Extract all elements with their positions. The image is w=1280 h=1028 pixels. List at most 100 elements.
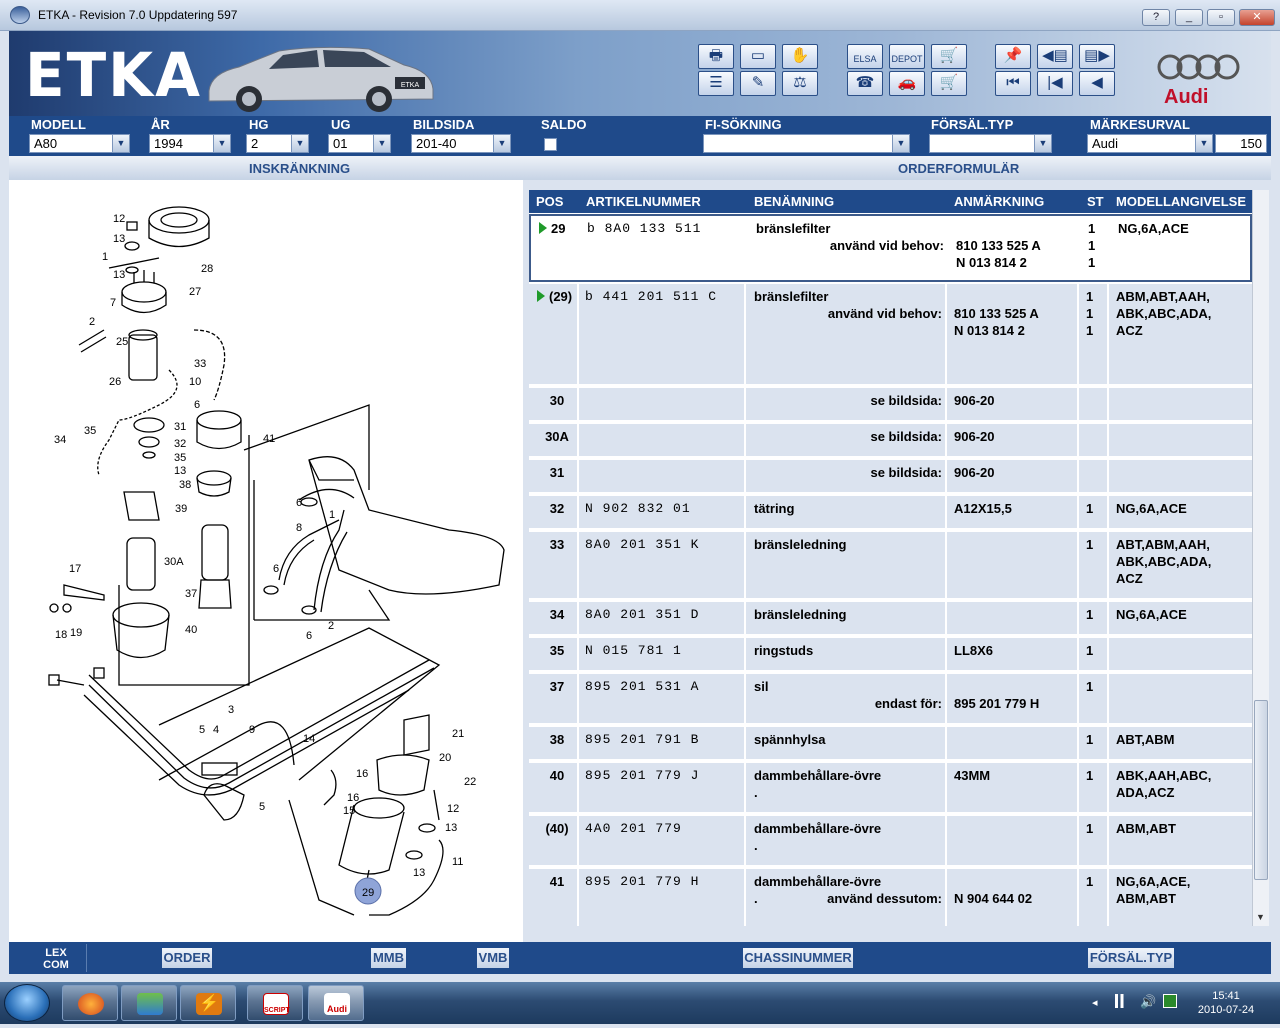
callout-29-highlight[interactable] <box>354 877 382 905</box>
callout-label[interactable]: 13 <box>445 822 457 834</box>
col-anmarkning[interactable]: ANMÄRKNING <box>954 194 1045 209</box>
fisokning-select[interactable]: ▼ <box>703 134 910 153</box>
play-marker-icon[interactable] <box>539 222 547 234</box>
callout-label[interactable]: 14 <box>303 733 315 745</box>
callout-label[interactable]: 17 <box>69 563 81 575</box>
callout-label[interactable]: 40 <box>185 624 197 636</box>
callout-label[interactable]: 8 <box>296 522 302 534</box>
modell-select[interactable]: A80▼ <box>29 134 130 153</box>
pin-icon[interactable]: 📌 <box>995 44 1031 69</box>
callout-label[interactable]: 20 <box>439 752 451 764</box>
col-artikelnummer[interactable]: ARTIKELNUMMER <box>586 194 701 209</box>
close-button[interactable]: ✕ <box>1239 9 1275 26</box>
forsaltyp-button[interactable]: FÖRSÄL.TYP <box>1088 948 1174 968</box>
callout-label[interactable]: 5 <box>259 801 265 813</box>
callout-label[interactable]: 19 <box>70 627 82 639</box>
callout-label[interactable]: 13 <box>113 269 125 281</box>
col-modellangivelse[interactable]: MODELLANGIVELSE <box>1116 194 1247 209</box>
handshake-icon[interactable]: ✋ <box>782 44 818 69</box>
mmb-button[interactable]: MMB <box>371 948 406 968</box>
phone-icon[interactable]: ☎ <box>847 71 883 96</box>
callout-label[interactable]: 31 <box>174 421 186 433</box>
taskbar-tool[interactable]: ⚡ <box>180 985 236 1021</box>
callout-label[interactable]: 3 <box>228 704 234 716</box>
vmb-button[interactable]: VMB <box>477 948 509 968</box>
printer-icon[interactable]: 🖶 <box>698 44 734 69</box>
callout-label[interactable]: 18 <box>55 629 67 641</box>
signal-icon[interactable] <box>1115 994 1129 1008</box>
saldo-checkbox[interactable] <box>544 138 557 151</box>
callout-label[interactable]: 16 <box>347 792 359 804</box>
callout-label[interactable]: 22 <box>464 776 476 788</box>
ug-select[interactable]: 01▼ <box>328 134 391 153</box>
help-button[interactable]: ? <box>1142 9 1170 26</box>
callout-label[interactable]: 39 <box>175 503 187 515</box>
callout-label[interactable]: 7 <box>110 297 116 309</box>
callout-label[interactable]: 9 <box>249 724 255 736</box>
callout-label[interactable]: 29 <box>362 887 374 899</box>
volume-icon[interactable]: 🔊 <box>1140 994 1157 1009</box>
callout-label[interactable]: 1 <box>102 251 108 263</box>
callout-label[interactable]: 15 <box>343 805 355 817</box>
callout-label[interactable]: 12 <box>447 803 459 815</box>
restore-button[interactable]: ▫ <box>1207 9 1235 26</box>
callout-label[interactable]: 10 <box>189 376 201 388</box>
callout-label[interactable]: 6 <box>194 399 200 411</box>
first-icon[interactable]: ⏮ <box>995 71 1031 96</box>
car-icon[interactable]: 🚗 <box>889 71 925 96</box>
callout-label[interactable]: 41 <box>263 433 275 445</box>
tray-app-icon[interactable] <box>1163 994 1177 1008</box>
screen-icon[interactable]: ▭ <box>740 44 776 69</box>
hg-select[interactable]: 2▼ <box>246 134 309 153</box>
order-button[interactable]: ORDER <box>162 948 212 968</box>
callout-label[interactable]: 6 <box>296 497 302 509</box>
scroll-down-arrow-icon[interactable]: ▼ <box>1256 912 1265 922</box>
callout-label[interactable]: 28 <box>201 263 213 275</box>
col-pos[interactable]: POS <box>536 194 564 209</box>
callout-label[interactable]: 34 <box>54 434 66 446</box>
markesurval-select[interactable]: Audi▼ <box>1087 134 1213 153</box>
inskrankning-tab[interactable]: INSKRÄNKNING <box>249 161 351 176</box>
callout-label[interactable]: 5 <box>199 724 205 736</box>
callout-label[interactable]: 2 <box>328 620 334 632</box>
callout-label[interactable]: 6 <box>306 630 312 642</box>
chassinummer-button[interactable]: CHASSINUMMER <box>743 948 853 968</box>
start-button[interactable] <box>4 984 50 1022</box>
scale-icon[interactable]: ⚖ <box>782 71 818 96</box>
callout-label[interactable]: 12 <box>113 213 125 225</box>
forsaltyp-select[interactable]: ▼ <box>929 134 1052 153</box>
elsa-icon[interactable]: ELSA <box>847 44 883 69</box>
callout-label[interactable]: 33 <box>194 358 206 370</box>
col-st[interactable]: ST <box>1087 194 1104 209</box>
taskbar-script[interactable]: SCRIPT <box>247 985 303 1021</box>
callout-label[interactable]: 1 <box>329 509 335 521</box>
callout-label[interactable]: 32 <box>174 438 186 450</box>
taskbar-firefox[interactable] <box>62 985 118 1021</box>
col-benamning[interactable]: BENÄMNING <box>754 194 835 209</box>
callout-label[interactable]: 21 <box>452 728 464 740</box>
vertical-scrollbar[interactable]: ▼ <box>1252 190 1269 926</box>
callout-label[interactable]: 2 <box>89 316 95 328</box>
callout-label[interactable]: 6 <box>273 563 279 575</box>
callout-label[interactable]: 13 <box>413 867 425 879</box>
callout-label[interactable]: 27 <box>189 286 201 298</box>
play-marker-icon[interactable] <box>537 290 545 302</box>
taskbar-messenger[interactable] <box>121 985 177 1021</box>
taskbar-etka[interactable]: Audi <box>308 985 364 1021</box>
callout-label[interactable]: 16 <box>356 768 368 780</box>
